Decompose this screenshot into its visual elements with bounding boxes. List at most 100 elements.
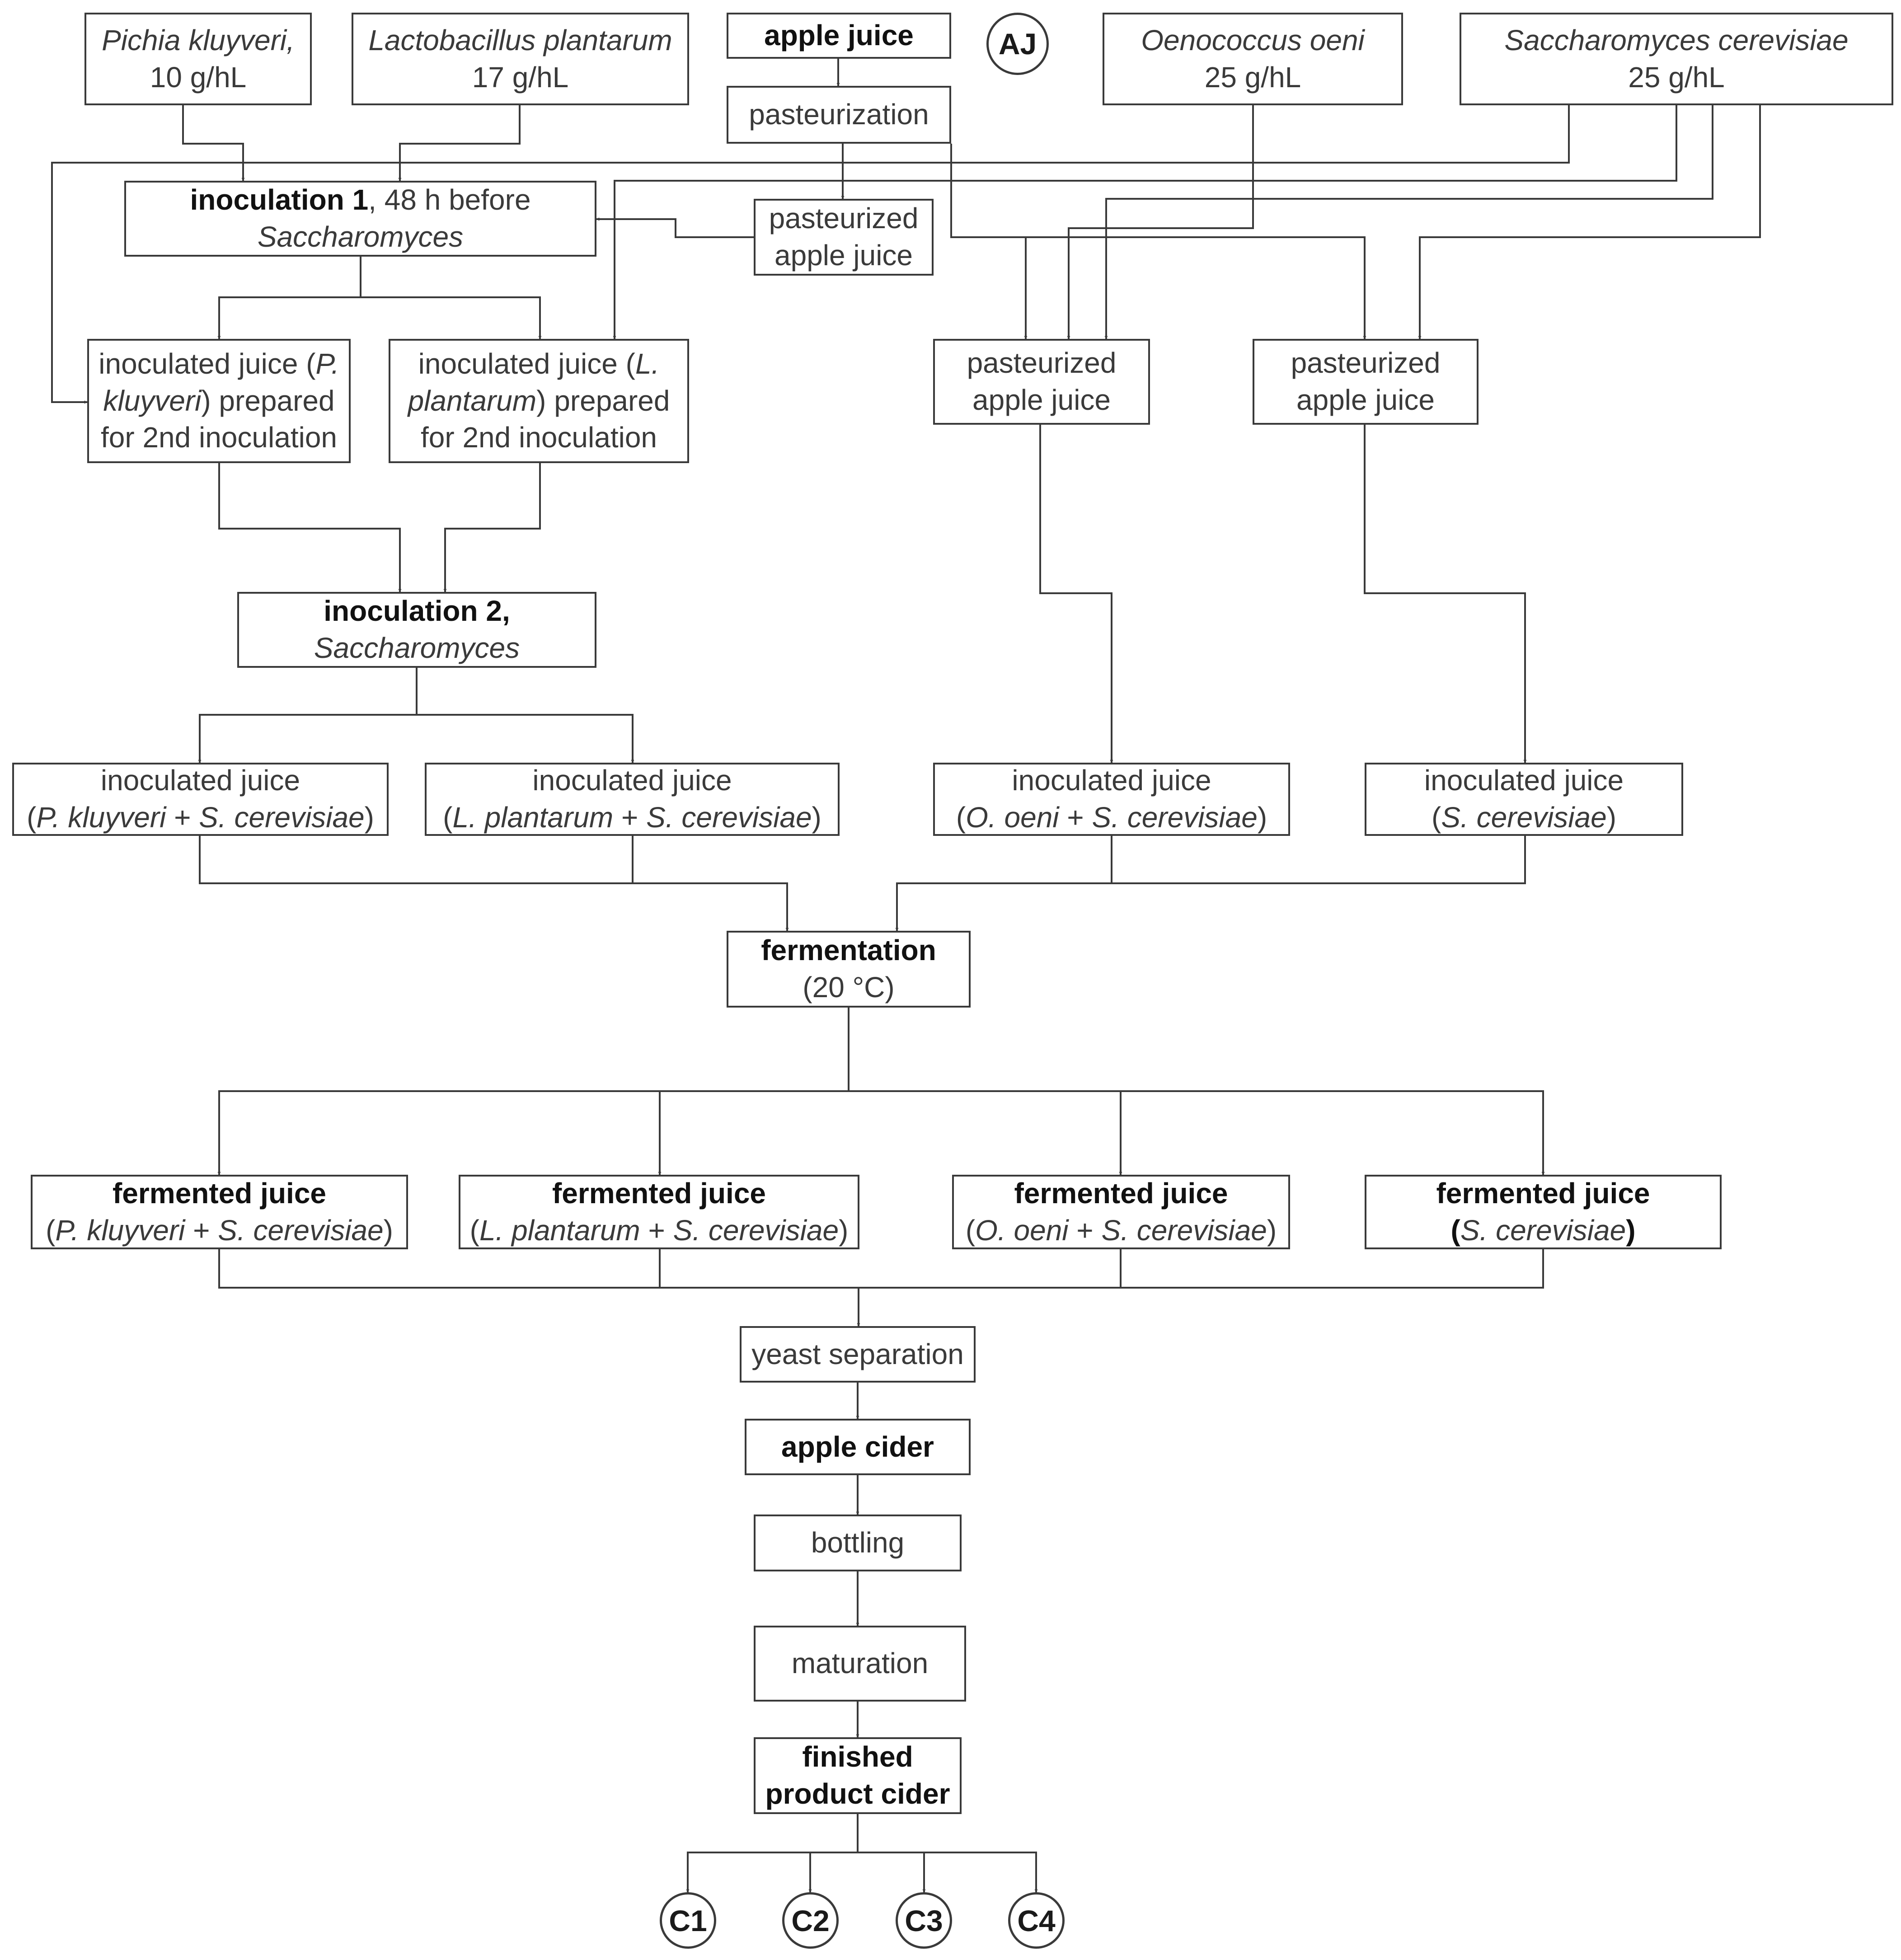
paren-open: ( bbox=[27, 801, 37, 834]
fermented-juice-oo: fermented juice (O. oeni + S. cerevisiae… bbox=[952, 1175, 1290, 1249]
inoculation-2-box: inoculation 2, Saccharomyces bbox=[237, 592, 596, 668]
pichia-dose: 10 g/hL bbox=[150, 61, 247, 94]
output-c3: C3 bbox=[896, 1892, 952, 1949]
input-oenococcus-oeni: Oenococcus oeni 25 g/hL bbox=[1103, 13, 1403, 105]
oeno-dose: 25 g/hL bbox=[1204, 61, 1301, 94]
inoculation-1-timing: , 48 h before bbox=[368, 183, 531, 216]
bottling-label: bottling bbox=[811, 1526, 905, 1559]
organism-a: O. oeni bbox=[975, 1214, 1069, 1247]
connector-inoc1-split-right bbox=[361, 296, 542, 339]
past-sc-line2: apple juice bbox=[1296, 384, 1435, 416]
ferm-oo-title: fermented juice bbox=[1014, 1177, 1228, 1210]
bottling-box: bottling bbox=[754, 1515, 962, 1571]
connector-inoc1-split bbox=[217, 257, 361, 339]
yeast-separation-label: yeast separation bbox=[751, 1337, 964, 1370]
fermentation-temperature: (20 °C) bbox=[803, 971, 895, 1003]
organism-b: S. cerevisiae bbox=[199, 801, 365, 834]
connector-past-sc-to-inoc-sc bbox=[1364, 425, 1527, 763]
organism-b: S. cerevisiae bbox=[218, 1214, 384, 1247]
connector-oeno-to-past-oo bbox=[1067, 105, 1254, 339]
pasteurized-juice-box: pasteurized apple juice bbox=[754, 199, 934, 276]
inoculated-juice-oo: inoculated juice (O. oeni + S. cerevisia… bbox=[933, 763, 1290, 836]
connector-finished-split bbox=[686, 1814, 859, 1893]
paren-open: ( bbox=[1450, 1214, 1460, 1247]
finished-line1: finished bbox=[802, 1740, 913, 1773]
organism-b: S. cerevisiae bbox=[1092, 801, 1258, 834]
connector-sacch-to-prep-lp bbox=[613, 105, 1677, 339]
output-c1-label: C1 bbox=[669, 1904, 707, 1937]
paren-close: ) bbox=[364, 801, 374, 834]
prep-pk-purpose: for 2nd inoculation bbox=[100, 421, 338, 454]
pasteurized-juice-sc: pasteurized apple juice bbox=[1253, 339, 1479, 425]
connector-sacch-to-prep-pk bbox=[51, 105, 1570, 404]
pasteurized-juice-oo: pasteurized apple juice bbox=[933, 339, 1150, 425]
paren-close: ) bbox=[839, 1214, 849, 1247]
paren-open: ( bbox=[443, 801, 453, 834]
paren-close: ) bbox=[812, 801, 821, 834]
organism-b: S. cerevisiae bbox=[673, 1214, 839, 1247]
ferm-lp-title: fermented juice bbox=[552, 1177, 766, 1210]
prep-pk-text: inoculated juice ( bbox=[99, 347, 316, 380]
paren-open: ( bbox=[46, 1214, 56, 1247]
plus-sign: + bbox=[1068, 1214, 1102, 1247]
prep-pk-prepared: ) prepared bbox=[201, 384, 335, 417]
aj-marker-label: AJ bbox=[998, 27, 1037, 61]
organism-a: P. kluyveri bbox=[36, 801, 166, 834]
past-oo-line2: apple juice bbox=[972, 384, 1111, 416]
finished-product-box: finished product cider bbox=[754, 1737, 962, 1814]
inoc-pk-title: inoculated juice bbox=[100, 764, 300, 797]
inoculation-1-organism: Saccharomyces bbox=[257, 220, 464, 253]
plus-sign: + bbox=[613, 801, 647, 834]
input-pichia-kluyveri: Pichia kluyveri, 10 g/hL bbox=[84, 13, 312, 105]
plus-sign: + bbox=[185, 1214, 218, 1247]
past-sc-line1: pasteurized bbox=[1291, 347, 1441, 380]
inoculated-juice-pk: inoculated juice (P. kluyveri + S. cerev… bbox=[12, 763, 389, 836]
organism-a: P. kluyveri bbox=[55, 1214, 185, 1247]
connector-inoc-right-to-fermentation bbox=[895, 836, 1526, 931]
organism-b: S. cerevisiae bbox=[1441, 801, 1607, 834]
paren-open: ( bbox=[956, 801, 966, 834]
oeno-name: Oenococcus oeni bbox=[1141, 23, 1365, 56]
organism-a: L. plantarum bbox=[479, 1214, 640, 1247]
output-c1: C1 bbox=[660, 1892, 716, 1949]
connector-inoc-left-to-fermentation bbox=[199, 836, 789, 931]
fermented-juice-lp: fermented juice (L. plantarum + S. cerev… bbox=[459, 1175, 859, 1249]
connector-pichia-to-inoc1 bbox=[182, 105, 245, 181]
prep-lp-purpose: for 2nd inoculation bbox=[420, 421, 657, 454]
pasteurization-label: pasteurization bbox=[749, 98, 929, 131]
output-c4: C4 bbox=[1008, 1892, 1065, 1949]
connector-lacto-to-inoc1 bbox=[398, 105, 521, 181]
aj-marker: AJ bbox=[986, 13, 1049, 75]
connector-pasteurized-to-inoc1 bbox=[596, 217, 754, 238]
paren-close: ) bbox=[383, 1214, 393, 1247]
apple-cider-box: apple cider bbox=[745, 1419, 971, 1475]
paren-close: ) bbox=[1626, 1214, 1636, 1247]
yeast-separation-box: yeast separation bbox=[740, 1326, 976, 1383]
organism-b: S. cerevisiae bbox=[1101, 1214, 1267, 1247]
inoc-lp-title: inoculated juice bbox=[532, 764, 732, 797]
connector-inoc2-split bbox=[198, 668, 418, 763]
inoculation-1-title: inoculation 1 bbox=[190, 183, 369, 216]
past-oo-line1: pasteurized bbox=[967, 347, 1117, 380]
prepared-juice-lp: inoculated juice (L. plantarum) prepared… bbox=[389, 339, 689, 463]
lacto-name: Lactobacillus plantarum bbox=[368, 23, 672, 56]
paren-close: ) bbox=[1257, 801, 1267, 834]
prep-pk-species: kluyveri bbox=[103, 384, 202, 417]
prep-pk-genus: P. bbox=[315, 347, 339, 380]
ferm-sc-title: fermented juice bbox=[1436, 1177, 1650, 1210]
paren-close: ) bbox=[1267, 1214, 1277, 1247]
output-c2-label: C2 bbox=[791, 1904, 830, 1937]
sacch-name: Saccharomyces cerevisiae bbox=[1504, 23, 1849, 56]
paren-open: ( bbox=[1432, 801, 1441, 834]
inoculation-2-organism: Saccharomyces bbox=[314, 632, 520, 664]
apple-juice-box: apple juice bbox=[727, 13, 951, 59]
maturation-box: maturation bbox=[754, 1626, 966, 1702]
fermented-juice-pk: fermented juice (P. kluyveri + S. cerevi… bbox=[31, 1175, 408, 1249]
paren-open: ( bbox=[469, 1214, 479, 1247]
organism-b: S. cerevisiae bbox=[1460, 1214, 1626, 1247]
fermentation-title: fermentation bbox=[761, 934, 936, 967]
connector-fermented-join bbox=[218, 1249, 1544, 1289]
inoculated-juice-sc: inoculated juice (S. cerevisiae) bbox=[1365, 763, 1683, 836]
connector-inoc2-split-right bbox=[417, 714, 634, 763]
